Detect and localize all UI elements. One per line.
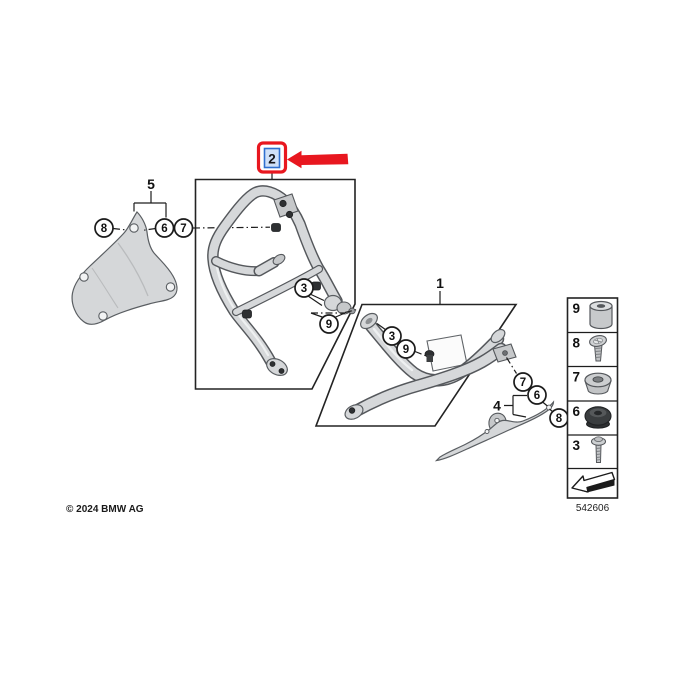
- spacer-sleeve-icon: [589, 300, 613, 330]
- svg-text:8: 8: [556, 413, 563, 425]
- callout-8-bracket[interactable]: 8: [94, 218, 114, 238]
- svg-text:7: 7: [520, 377, 526, 389]
- guard-hole: [484, 429, 490, 434]
- bracket-hole: [98, 311, 108, 321]
- bar-end-bolt: [348, 407, 356, 414]
- callout-7-right[interactable]: 7: [513, 372, 533, 392]
- svg-text:9: 9: [403, 344, 409, 356]
- legend-frame: [566, 297, 619, 499]
- svg-text:9: 9: [573, 301, 581, 316]
- leader-7-right: [505, 357, 518, 374]
- selected-item2-label[interactable]: 2: [268, 152, 276, 167]
- leader-6-bracket: [141, 227, 156, 232]
- collar-bushing-icon: [584, 372, 612, 395]
- red-arrow-icon: [287, 150, 349, 169]
- installation-direction-arrow-icon: [571, 471, 616, 493]
- oval-head-screw-icon: [589, 335, 607, 362]
- collar-bolt-icon: [590, 436, 607, 463]
- foot-bolt: [278, 368, 285, 374]
- svg-text:8: 8: [573, 336, 581, 351]
- bracket-hole: [79, 272, 89, 282]
- stub-end-cap: [272, 253, 286, 266]
- callout-7-bracket[interactable]: 7: [173, 218, 194, 238]
- bracket-hole: [165, 282, 176, 292]
- plate-bolt-shank: [426, 355, 433, 362]
- clamp-hole: [285, 210, 294, 219]
- leader-3-left: [307, 293, 325, 306]
- item2-group: 3 9 2: [207, 141, 358, 376]
- item5-bracket-lines: [133, 191, 167, 218]
- crash-bar-left-fill: [208, 186, 342, 367]
- callout-3-bar-left[interactable]: 3: [294, 278, 314, 298]
- legend-row-7[interactable]: 7: [573, 370, 612, 395]
- bracket-crease: [117, 242, 149, 297]
- grommet: [242, 309, 252, 319]
- svg-text:3: 3: [389, 331, 395, 343]
- leader-9-left-dash: [311, 308, 358, 314]
- red-annotation-box: [256, 141, 288, 174]
- strut-fill: [233, 266, 322, 315]
- bracket-plate: [71, 211, 178, 325]
- item4-label: 4: [493, 398, 501, 414]
- item1-group: 1 3 9: [344, 275, 518, 420]
- leader-8-bracket: [112, 227, 128, 231]
- svg-text:6: 6: [534, 390, 540, 402]
- svg-text:8: 8: [101, 223, 108, 235]
- legend-row-3[interactable]: 3: [573, 436, 607, 463]
- apex-clamp: [273, 193, 299, 218]
- bracket-hole: [129, 223, 139, 233]
- drawing-number: 542606: [576, 503, 610, 514]
- legend-row-dividers: [567, 331, 618, 470]
- crash-bar-right-highlight: [372, 327, 414, 372]
- svg-text:3: 3: [573, 438, 581, 453]
- leader-9-left: [310, 312, 346, 319]
- callout-6-right[interactable]: 6: [527, 385, 547, 405]
- copyright-text: © 2024 BMW AG: [66, 504, 144, 515]
- callout-9-bar-right[interactable]: 9: [396, 339, 416, 359]
- leader-9-right: [414, 350, 427, 357]
- grommet: [271, 223, 281, 232]
- rubber-grommet-icon: [584, 406, 612, 429]
- callout-3-bar-right[interactable]: 3: [382, 326, 402, 346]
- item2-frame: [194, 178, 356, 390]
- bar-end-cap-core: [365, 317, 373, 325]
- item5-label: 5: [147, 176, 155, 192]
- legend-table: 9 8 7: [566, 297, 619, 514]
- leader-7-grommet: [192, 226, 271, 229]
- guard-plate: [434, 400, 555, 462]
- item4-group: 4 7 6 8: [434, 372, 569, 462]
- selection-highlight: [263, 147, 281, 169]
- clamp-hole: [279, 199, 287, 208]
- svg-text:3: 3: [301, 283, 307, 295]
- callout-9-bar-left[interactable]: 9: [319, 314, 339, 334]
- right-end-hole: [502, 350, 508, 356]
- callout-6-bracket[interactable]: 6: [154, 218, 175, 238]
- item5-group: 5 8 6 7: [71, 176, 271, 325]
- svg-text:7: 7: [180, 223, 186, 235]
- crash-bar-right-lower-fill: [351, 344, 506, 416]
- leader-3-right: [376, 323, 387, 331]
- stub-end-fill: [255, 258, 278, 275]
- legend-row-6[interactable]: 6: [573, 404, 612, 429]
- bracket-crease: [91, 267, 119, 309]
- callout-8-right[interactable]: 8: [549, 408, 569, 428]
- legend-row-8[interactable]: 8: [573, 334, 608, 362]
- legend-row-arrow: [571, 471, 616, 493]
- svg-text:6: 6: [161, 223, 167, 235]
- guard-hole: [494, 417, 500, 424]
- legend-row-9[interactable]: 9: [573, 300, 613, 330]
- svg-text:9: 9: [326, 319, 332, 331]
- svg-text:6: 6: [573, 404, 581, 419]
- svg-text:7: 7: [573, 370, 581, 385]
- foot-bolt: [269, 361, 276, 367]
- item4-bracket-lines: [504, 394, 527, 418]
- bar-end-cap: [490, 328, 506, 344]
- item1-frame: [314, 303, 518, 427]
- item1-label: 1: [436, 275, 444, 291]
- guard-hole: [546, 404, 552, 411]
